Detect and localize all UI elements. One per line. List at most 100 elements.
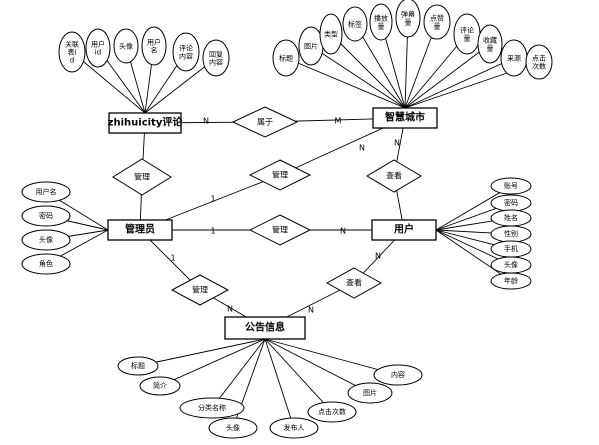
cardinality-notice_user: N xyxy=(308,306,314,315)
attribute-label-notice-6: 图片 xyxy=(363,388,377,397)
attribute-label-comment-4: 评论内容 xyxy=(179,44,193,61)
relationship-label-view_notice: 查看 xyxy=(346,278,362,288)
attribute-comment-2 xyxy=(113,28,139,64)
attribute-label-comment-5: 回复内容 xyxy=(209,50,223,67)
attr-line-city-9 xyxy=(404,57,515,109)
entity-comment xyxy=(108,112,182,134)
attribute-admin-2 xyxy=(21,229,71,251)
attribute-label-admin-2: 头像 xyxy=(39,235,53,244)
cardinality-admin_user: 1 xyxy=(210,227,215,236)
attribute-admin-1 xyxy=(21,205,71,227)
attribute-city-6 xyxy=(423,4,451,40)
attribute-city-4 xyxy=(369,3,393,41)
attribute-label-user-5: 头像 xyxy=(504,260,518,269)
attr-line-notice-6 xyxy=(264,338,371,394)
attribute-user-6 xyxy=(490,272,532,290)
attr-line-city-0 xyxy=(285,57,406,109)
cardinality-admin_notice: 1 xyxy=(170,254,175,263)
attribute-comment-1 xyxy=(85,28,111,68)
cardinality-city_belongs: M xyxy=(335,117,342,126)
relationship-label-view_city: 查看 xyxy=(386,171,402,181)
attr-line-city-3 xyxy=(354,23,406,109)
attribute-label-admin-1: 密码 xyxy=(39,211,53,220)
attribute-label-city-7: 评论量 xyxy=(460,26,474,43)
relationship-belongs xyxy=(231,106,299,138)
attribute-label-admin-0: 用户名 xyxy=(36,187,57,196)
attribute-comment-4 xyxy=(172,32,200,72)
attr-line-city-8 xyxy=(404,43,491,109)
attr-line-user-0 xyxy=(435,185,512,231)
attribute-label-comment-3: 用户名 xyxy=(147,38,161,55)
attribute-label-city-2: 类型 xyxy=(324,30,338,39)
attribute-label-city-3: 标签 xyxy=(348,20,362,29)
relationship-label-manage_city: 管理 xyxy=(272,170,288,180)
cardinality-notice_admin: N xyxy=(227,305,233,314)
attr-line-city-1 xyxy=(310,45,406,109)
relationship-manage_user xyxy=(248,214,312,246)
attribute-label-city-6: 点赞量 xyxy=(430,14,444,31)
attribute-label-user-0: 账号 xyxy=(504,181,518,190)
attribute-label-notice-3: 头像 xyxy=(226,423,240,432)
attribute-label-city-9: 来源 xyxy=(507,54,521,63)
attr-line-comment-5 xyxy=(144,57,217,114)
cardinality-comment_belongs: N xyxy=(203,117,209,126)
attribute-label-city-5: 弹幕量 xyxy=(401,10,415,27)
attribute-label-notice-5: 点击次数 xyxy=(318,407,346,416)
attribute-notice-2 xyxy=(179,397,245,419)
entity-label-comment: zhihuicity评论 xyxy=(108,116,184,129)
attr-line-user-6 xyxy=(435,229,512,282)
attribute-comment-0 xyxy=(58,31,86,73)
relationship-manage_notice xyxy=(170,274,230,306)
attr-line-notice-3 xyxy=(232,338,266,429)
attribute-admin-0 xyxy=(21,181,71,203)
attribute-city-3 xyxy=(342,6,368,42)
attribute-label-notice-2: 分类名称 xyxy=(198,403,226,412)
entity-notice xyxy=(224,316,306,340)
relationship-label-manage_notice: 管理 xyxy=(192,285,208,295)
attribute-city-10 xyxy=(525,44,553,80)
attribute-label-notice-4: 发布人 xyxy=(284,423,305,432)
attr-line-notice-1 xyxy=(159,338,266,387)
relationship-view_notice xyxy=(325,267,383,299)
cardinality-city_admin: N xyxy=(359,144,365,153)
attribute-admin-3 xyxy=(21,253,71,275)
attr-line-city-2 xyxy=(330,33,406,109)
attr-line-notice-4 xyxy=(264,338,295,429)
diagram-shapes: 属于管理管理管理查看管理查看zhihuicity评论智慧城市管理员用户公告信息关… xyxy=(21,0,553,439)
relationship-manage_city xyxy=(248,159,312,191)
cardinality-admin_city: 1 xyxy=(210,195,215,204)
entity-label-user: 用户 xyxy=(393,223,414,236)
attr-line-notice-5 xyxy=(264,338,333,413)
attribute-city-0 xyxy=(272,39,300,77)
relationship-label-belongs: 属于 xyxy=(257,118,273,127)
attribute-label-notice-0: 标题 xyxy=(131,361,145,370)
attribute-city-8 xyxy=(477,24,503,64)
attribute-notice-1 xyxy=(139,376,181,396)
attribute-city-5 xyxy=(395,0,421,38)
attribute-notice-3 xyxy=(208,417,258,439)
attribute-label-notice-1: 简介 xyxy=(153,381,167,390)
attribute-label-user-2: 姓名 xyxy=(504,213,518,222)
attribute-notice-5 xyxy=(307,401,357,423)
attribute-city-2 xyxy=(319,13,343,55)
attribute-notice-4 xyxy=(269,417,319,439)
attribute-comment-3 xyxy=(141,26,167,66)
attribute-label-user-6: 年龄 xyxy=(504,276,518,285)
attribute-notice-7 xyxy=(373,364,423,386)
attribute-label-user-1: 密码 xyxy=(504,198,518,207)
relationship-label-manage_comment: 管理 xyxy=(134,172,150,182)
attribute-user-0 xyxy=(490,177,532,195)
attr-line-comment-0 xyxy=(71,51,146,114)
attribute-notice-6 xyxy=(347,382,393,404)
attribute-label-notice-7: 内容 xyxy=(391,370,405,379)
attr-line-notice-2 xyxy=(211,338,266,409)
attribute-label-city-4: 播放量 xyxy=(374,14,388,31)
entity-label-notice: 公告信息 xyxy=(245,321,285,334)
attribute-label-user-4: 手机 xyxy=(504,244,518,253)
attr-line-notice-0 xyxy=(137,338,266,367)
relationship-view_city xyxy=(366,159,422,193)
entity-user xyxy=(371,219,437,241)
